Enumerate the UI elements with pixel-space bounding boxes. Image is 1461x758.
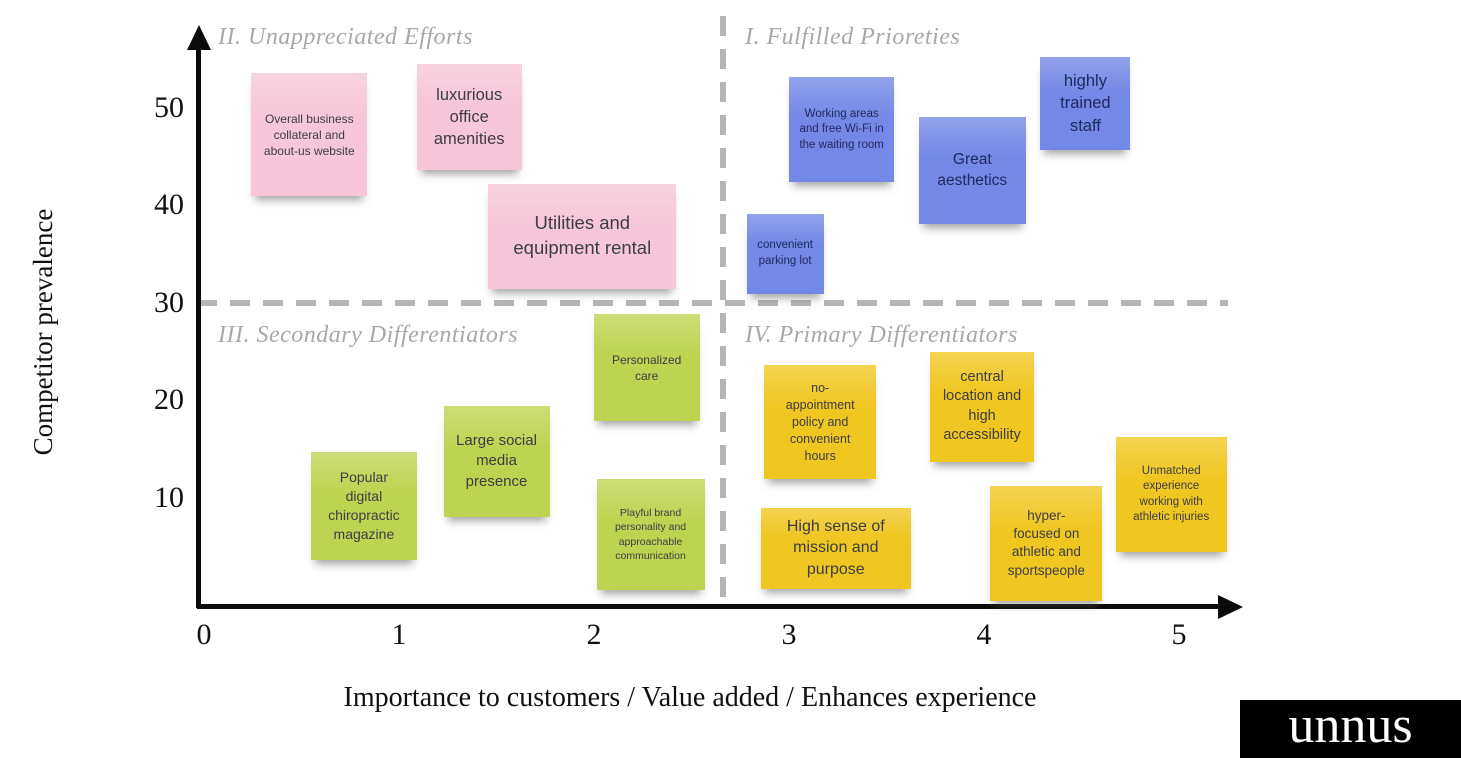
quadrant-title-fulfilled-prioreties: I. Fulfilled Prioreties [745, 24, 961, 50]
quadrant-divider-vertical [719, 16, 726, 601]
sticky-note: convenient parking lot [746, 213, 824, 294]
sticky-note: Working areas and free Wi-Fi in the wait… [789, 77, 895, 183]
sticky-note: Popular digital chiropractic magazine [310, 452, 417, 561]
x-tick-label: 3 [781, 618, 797, 651]
y-axis-arrow-icon [187, 25, 211, 50]
sticky-note: Great aesthetics [918, 117, 1026, 225]
x-axis-arrow-icon [1218, 595, 1243, 619]
y-tick-label: 50 [154, 90, 184, 124]
quadrant-title-primary-differentiators: IV. Primary Differentiators [745, 322, 1018, 348]
x-axis-title: Importance to customers / Value added / … [343, 682, 1037, 713]
sticky-note: luxurious office amenities [416, 64, 522, 171]
sticky-note: hyper-focused on athletic and sportspeop… [990, 485, 1103, 601]
y-tick-label: 10 [154, 480, 184, 514]
logo-text: unnus [1288, 697, 1413, 754]
sticky-note: highly trained staff [1040, 57, 1131, 151]
y-axis-line [196, 44, 201, 608]
sticky-note: Overall business collateral and about-us… [251, 73, 368, 197]
sticky-note: Large social media presence [443, 405, 550, 517]
x-tick-label: 5 [1171, 618, 1187, 651]
x-tick-label: 1 [391, 618, 407, 651]
x-axis-line [197, 604, 1227, 609]
y-tick-label: 20 [154, 383, 184, 416]
sticky-note: Unmatched experience working with athlet… [1115, 437, 1227, 553]
sticky-note: central location and high accessibility [930, 351, 1035, 462]
quadrant-title-secondary-differentiators: III. Secondary Differentiators [218, 322, 519, 348]
quadrant-title-unappreciated-efforts: II. Unappreciated Efforts [218, 24, 473, 50]
sticky-note: High sense of mission and purpose [760, 507, 911, 589]
x-tick-label: 0 [196, 618, 212, 651]
unnus-logo: unnus [1240, 700, 1461, 758]
x-tick-label: 4 [976, 618, 992, 651]
quadrant-divider-horizontal [197, 299, 1228, 306]
sticky-note: Personalized care [593, 314, 700, 422]
x-tick-label: 2 [586, 618, 602, 651]
y-tick-label: 40 [154, 188, 184, 221]
sticky-note: Utilities and equipment rental [488, 183, 677, 289]
y-tick-label: 30 [154, 285, 184, 319]
sticky-note: no-appointment policy and convenient hou… [764, 365, 877, 480]
y-axis-title: Competitor prevalence [28, 208, 58, 456]
sticky-note: Playful brand personality and approachab… [596, 479, 705, 591]
